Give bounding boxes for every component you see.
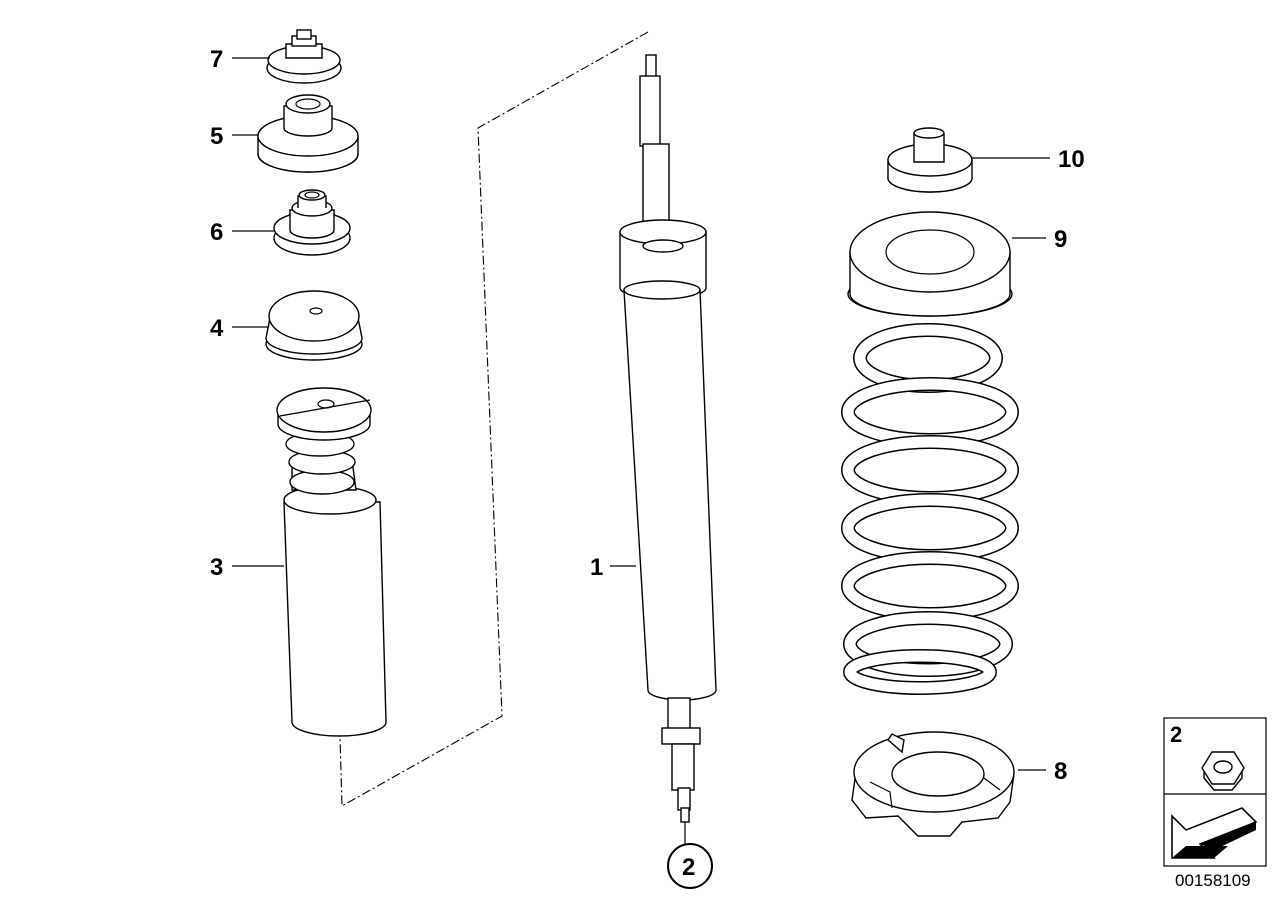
coil-spring[interactable] <box>841 323 1019 695</box>
callout-7[interactable]: 7 <box>210 46 223 73</box>
direction-arrow-icon <box>1171 807 1258 859</box>
part-6-bushing[interactable] <box>273 189 351 256</box>
part-4-protective-cap[interactable] <box>265 290 363 361</box>
part-3-bump-stop-dust-cover[interactable] <box>276 387 387 737</box>
part-8-lower-spring-pad[interactable] <box>851 731 1015 837</box>
callout-3[interactable]: 3 <box>210 554 223 581</box>
part-9-spring-support[interactable] <box>847 211 1013 317</box>
diagram-code: 00158109 <box>1175 871 1251 890</box>
part-10-spring-pad[interactable] <box>887 127 973 193</box>
assembly-dash-line <box>339 31 649 807</box>
callout-2-circled[interactable]: 2 <box>667 843 713 889</box>
part-7-top-mount-nut[interactable] <box>266 29 342 84</box>
callout-2[interactable]: 2 <box>682 854 695 881</box>
callout-4[interactable]: 4 <box>210 315 224 342</box>
callout-10[interactable]: 10 <box>1058 146 1085 173</box>
legend-box: 2 <box>1163 717 1267 867</box>
part-5-top-mount[interactable] <box>257 94 359 173</box>
leader-lines <box>232 57 1050 846</box>
callout-6[interactable]: 6 <box>210 219 223 246</box>
hex-nut-icon[interactable] <box>1201 751 1245 791</box>
callout-9[interactable]: 9 <box>1054 226 1067 253</box>
callout-8[interactable]: 8 <box>1054 758 1067 785</box>
part-1-shock-absorber[interactable] <box>619 54 717 823</box>
callout-5[interactable]: 5 <box>210 123 223 150</box>
callout-1[interactable]: 1 <box>590 554 603 581</box>
legend-item-number: 2 <box>1170 722 1182 747</box>
